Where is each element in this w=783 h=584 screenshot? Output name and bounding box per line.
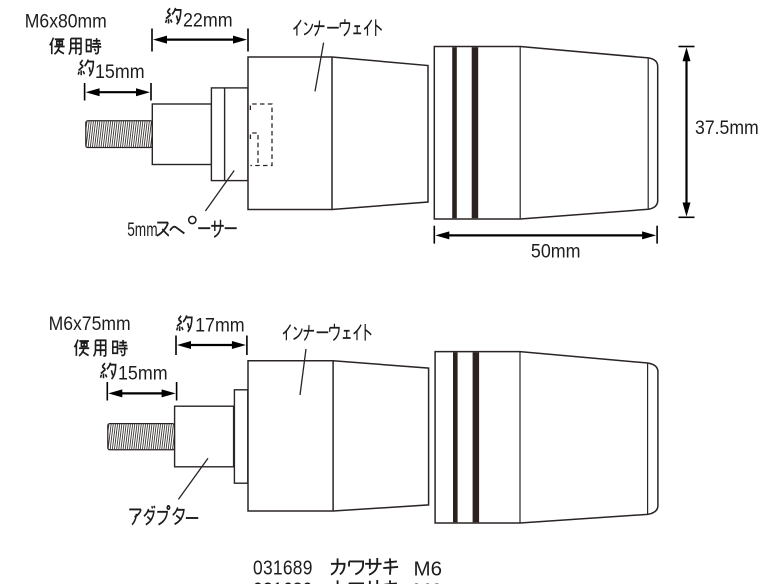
svg-text:15mm: 15mm [118, 362, 168, 384]
svg-text:37.5mm: 37.5mm [695, 116, 759, 138]
svg-text:17mm: 17mm [195, 314, 245, 336]
svg-text:031689: 031689 [253, 579, 313, 584]
svg-text:M6x75mm: M6x75mm [49, 312, 131, 334]
svg-text:22mm: 22mm [183, 9, 233, 31]
svg-text:M6: M6 [414, 557, 442, 580]
svg-text:M6x80mm: M6x80mm [25, 10, 107, 32]
svg-text:50mm: 50mm [531, 240, 581, 262]
svg-text:15mm: 15mm [95, 60, 145, 82]
svg-text:031689: 031689 [253, 557, 313, 580]
svg-text:M6: M6 [414, 579, 442, 584]
svg-text:5mm: 5mm [127, 219, 157, 241]
